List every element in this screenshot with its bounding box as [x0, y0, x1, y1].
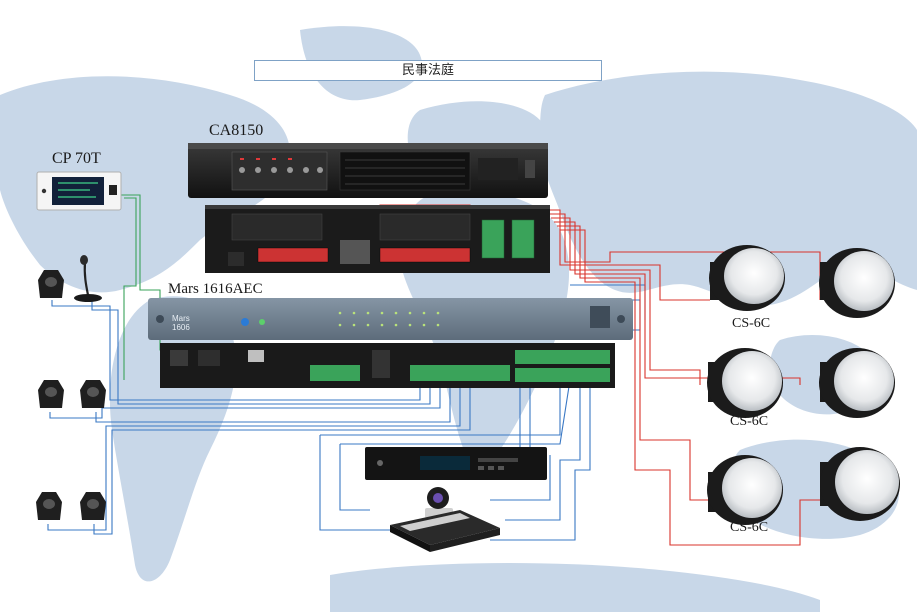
ceiling-speaker-icon — [707, 348, 783, 418]
media-player-device — [365, 447, 547, 480]
speaker-group-2-label: CS-6C — [730, 414, 769, 429]
touch-panel-label: CP 70T — [52, 150, 101, 167]
diagram-title: 民事法庭 — [254, 60, 602, 81]
gooseneck-microphone-icon — [74, 255, 102, 302]
audio-processor-device — [148, 298, 633, 388]
ceiling-speaker-icon — [709, 245, 785, 311]
microphone-unit — [80, 492, 106, 520]
microphone-unit — [38, 270, 64, 298]
ceiling-speaker-icon — [707, 455, 783, 525]
processor-faceplate-text: Mars 1606 — [172, 314, 190, 332]
microphone-unit — [38, 380, 64, 408]
touch-panel-device — [36, 171, 122, 211]
microphone-unit — [80, 380, 106, 408]
ceiling-speaker-icons — [707, 245, 900, 525]
ceiling-speaker-icon — [820, 447, 900, 521]
speaker-group-3-label: CS-6C — [730, 520, 769, 535]
processor-label: Mars 1616AEC — [168, 281, 263, 297]
amplifier-label: CA8150 — [209, 122, 264, 139]
amplifier-device — [188, 143, 550, 273]
speaker-group-1-label: CS-6C — [732, 316, 771, 331]
video-codec-device — [390, 510, 500, 552]
world-map-background — [0, 26, 917, 612]
ceiling-speaker-icon — [819, 248, 895, 318]
microphone-units — [36, 270, 106, 520]
ceiling-speaker-icon — [819, 348, 895, 418]
microphone-unit — [36, 492, 62, 520]
